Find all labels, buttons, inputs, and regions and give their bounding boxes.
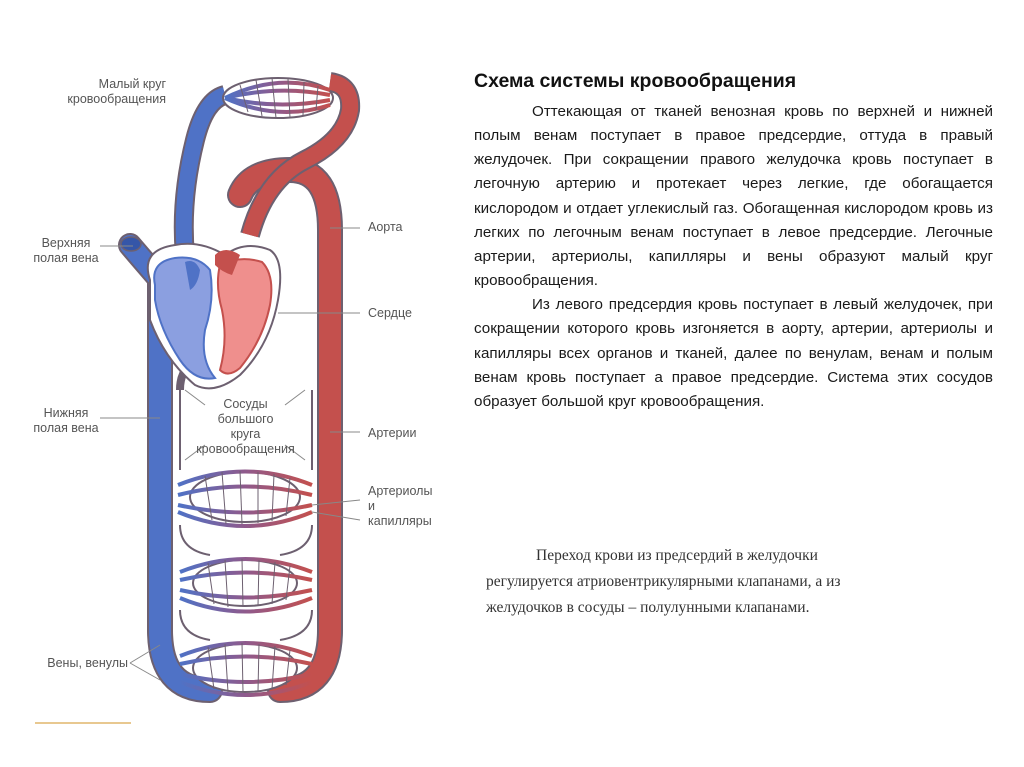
label-systemic-vessels: Сосуды большого круга кровообращения xyxy=(188,397,303,457)
label-arteries: Артерии xyxy=(368,426,416,441)
label-line: Верхняя xyxy=(26,236,106,251)
paragraph-1: Оттекающая от тканей венозная кровь по в… xyxy=(474,100,993,293)
label-line: Артериолы xyxy=(368,484,432,499)
label-line: кровообращения xyxy=(188,442,303,457)
label-line: и xyxy=(368,499,432,514)
note-line-2: регулируется атриовентрикулярными клапан… xyxy=(486,569,1006,595)
label-line: большого xyxy=(188,412,303,427)
note-line-3: желудочков в сосуды – полулунными клапан… xyxy=(486,595,1006,621)
capillary-bed-upper xyxy=(178,471,312,526)
label-line: Малый круг xyxy=(56,77,166,92)
label-line: полая вена xyxy=(26,251,106,266)
note-line-1: Переход крови из предсердий в желудочки xyxy=(486,543,1006,569)
label-line: круга xyxy=(188,427,303,442)
left-atrium-ventricle xyxy=(218,259,271,373)
label-arterioles-capillaries: Артериолы и капилляры xyxy=(368,484,432,529)
page-title: Схема системы кровообращения xyxy=(474,70,994,93)
label-line: капилляры xyxy=(368,514,432,529)
label-line: кровообращения xyxy=(56,92,166,107)
body-text: Оттекающая от тканей венозная кровь по в… xyxy=(474,100,993,414)
capillary-bed-lower xyxy=(180,643,312,695)
label-superior-vena-cava: Верхняя полая вена xyxy=(26,236,106,266)
valves-note: Переход крови из предсердий в желудочки … xyxy=(486,543,1006,621)
label-veins-venules: Вены, венулы xyxy=(20,656,128,671)
circulation-diagram xyxy=(0,0,470,767)
label-line: полая вена xyxy=(26,421,106,436)
label-line: Сосуды xyxy=(188,397,303,412)
label-heart: Сердце xyxy=(368,306,412,321)
label-pulmonary-circuit: Малый круг кровообращения xyxy=(56,77,166,107)
label-inferior-vena-cava: Нижняя полая вена xyxy=(26,406,106,436)
label-aorta: Аорта xyxy=(368,220,403,235)
paragraph-2: Из левого предсердия кровь поступает в л… xyxy=(474,293,993,414)
capillary-bed-middle xyxy=(180,559,312,612)
label-line: Нижняя xyxy=(26,406,106,421)
decorative-underline xyxy=(35,722,131,724)
